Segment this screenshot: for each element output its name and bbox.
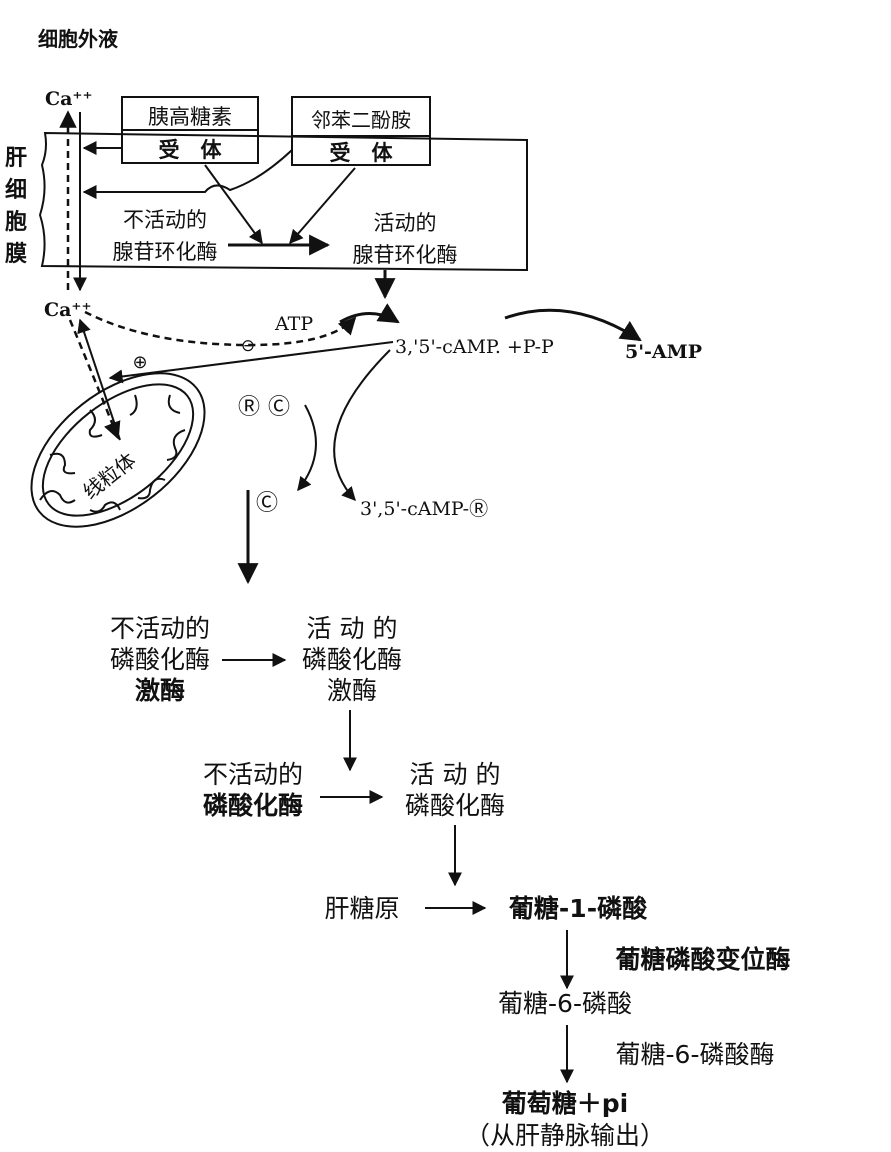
- atp-label: ATP: [274, 313, 313, 335]
- glucagon-activation-arrow: [204, 164, 263, 245]
- glucose-label: 葡萄糖＋pi: [501, 1089, 628, 1118]
- kinase-active-2: 磷酸化酶: [302, 645, 402, 674]
- svg-text:胞: 胞: [5, 209, 27, 235]
- mutase-label: 葡糖磷酸变位酶: [614, 945, 790, 974]
- inactive-ac-line2: 腺苷环化酶: [113, 240, 218, 264]
- svg-text:线粒体: 线粒体: [78, 448, 140, 504]
- free-catalytic-subunit: Ⓒ: [256, 491, 278, 516]
- svg-text:肝: 肝: [5, 146, 27, 171]
- calcium-extracellular: Ca⁺⁺: [45, 88, 93, 110]
- kinase-active-1: 活 动 的: [307, 614, 398, 643]
- phos-active-2: 磷酸化酶: [405, 791, 505, 820]
- svg-text:受 体: 受 体: [159, 138, 223, 162]
- pka-dissociation-arrow: [297, 404, 317, 492]
- membrane-label: 肝 细 胞 膜: [5, 146, 27, 267]
- camp-r-complex: 3',5'-cAMP-Ⓡ: [360, 498, 488, 520]
- camp-label: 3,'5'-cAMP. +P-P: [395, 336, 554, 358]
- extracellular-fluid-label: 细胞外液: [38, 27, 119, 51]
- active-ac-line1: 活动的: [374, 211, 437, 235]
- catecholamine-receptor: 邻苯二酚胺 受 体: [291, 96, 431, 166]
- inhibition-sign: ⊖: [241, 336, 255, 356]
- amp-label: 5'-AMP: [625, 341, 702, 363]
- svg-text:胰高糖素: 胰高糖素: [148, 105, 232, 129]
- stimulation-sign: ⊕: [132, 352, 147, 373]
- mito-calcium-uptake-dashed: [68, 319, 121, 440]
- regulatory-subunit-symbol: Ⓡ: [238, 395, 260, 420]
- kinase-inactive-3: 激酶: [135, 676, 185, 705]
- mito-calcium-release-arrow: [77, 318, 121, 441]
- kinase-active-3: 激酶: [327, 676, 377, 705]
- phos-active-1: 活 动 的: [410, 760, 501, 789]
- svg-text:邻苯二酚胺: 邻苯二酚胺: [311, 108, 411, 132]
- svg-text:膜: 膜: [5, 242, 27, 267]
- phos-inactive-1: 不活动的: [203, 760, 303, 789]
- inactive-ac-line1: 不活动的: [123, 208, 207, 232]
- glucagon-receptor: 胰高糖素 受 体: [121, 96, 259, 164]
- calcium-inhibition-dashed: [84, 310, 357, 347]
- kinase-inactive-1: 不活动的: [110, 614, 210, 643]
- output-label: （从肝静脉输出）: [465, 1121, 665, 1150]
- svg-text:受 体: 受 体: [330, 141, 394, 165]
- svg-text:细: 细: [5, 177, 27, 203]
- g6pase-label: 葡糖-6-磷酸酶: [616, 1040, 775, 1069]
- cell-membrane: [38, 131, 528, 272]
- catalytic-subunit-symbol: Ⓒ: [268, 395, 290, 420]
- glycogen-label: 肝糖原: [324, 894, 399, 923]
- g1p-label: 葡糖-1-磷酸: [508, 894, 648, 923]
- kinase-inactive-2: 磷酸化酶: [110, 645, 210, 674]
- atp-to-camp-arrow: [339, 303, 400, 324]
- active-ac-line2: 腺苷环化酶: [353, 243, 458, 267]
- camp-degradation-arrow: [504, 308, 642, 342]
- calcium-intracellular: Ca⁺⁺: [44, 299, 92, 321]
- g6p-label: 葡糖-6-磷酸: [498, 989, 632, 1018]
- phos-inactive-2: 磷酸化酶: [203, 791, 303, 820]
- catecholamine-activation-arrow: [289, 167, 356, 245]
- mitochondrion: 线粒体: [30, 372, 206, 528]
- camp-binding-arrow: [333, 349, 391, 502]
- arrow-to-ca-2: [82, 149, 293, 199]
- camp-to-mitochondrion-arrow: [108, 341, 394, 384]
